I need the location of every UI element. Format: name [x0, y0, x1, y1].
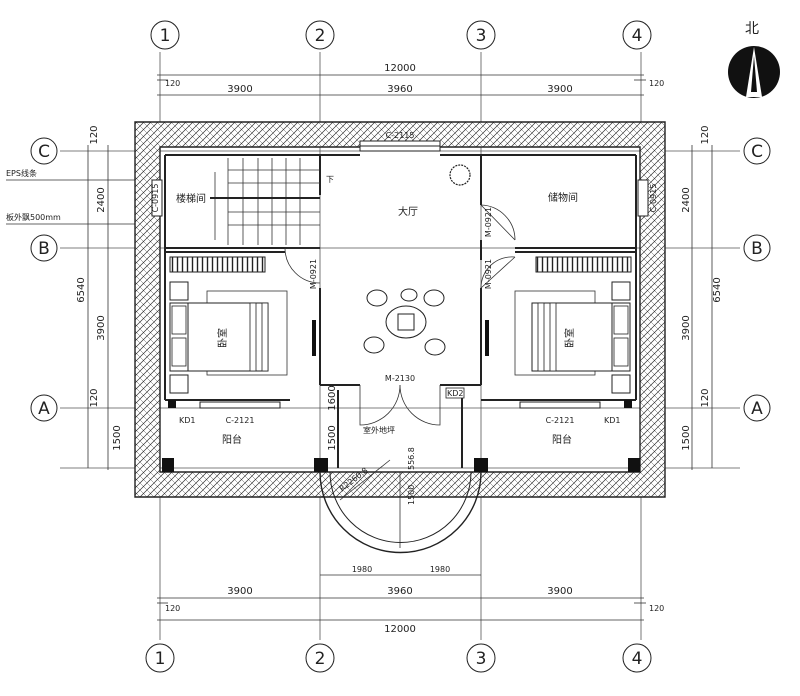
axis-col-label: 3 [476, 649, 487, 669]
dim-total-bottom: 12000 [384, 624, 416, 635]
window-c2121-left: C-2121 [226, 416, 255, 425]
axis-bubble-row-b-left: B [30, 234, 58, 262]
room-storage: 储物间 [548, 191, 578, 204]
right-bed [485, 281, 631, 394]
dim-right-total: 6540 [712, 277, 723, 302]
dim-bay-top: 3900 [547, 84, 572, 95]
left-annotations: EPS线条 板外飘500mm [6, 168, 138, 225]
axis-bubble-col-3-top: 3 [466, 20, 496, 50]
stair-down-mark: 下 [326, 175, 334, 184]
room-bed-left: 卧室 [216, 328, 229, 348]
dim-left: 1500 [112, 425, 123, 450]
axis-bubble-row-c-right: C [743, 137, 771, 165]
axis-bubble-row-a-left: A [30, 394, 58, 422]
slab-note: 板外飘500mm [6, 212, 61, 222]
north-label: 北 [745, 21, 759, 37]
room-stair: 楼梯间 [176, 192, 206, 205]
room-balcony-left: 阳台 [222, 433, 242, 446]
axis-bubble-col-3-bottom: 3 [466, 643, 496, 673]
label-kd1-left: KD1 [179, 416, 196, 425]
porch-small-dim: 556.8 [407, 447, 416, 470]
dim-right: 120 [700, 125, 711, 144]
window-c2121-right: C-2121 [546, 416, 575, 425]
room-hall: 大厅 [398, 205, 418, 218]
axis-col-label: 2 [315, 649, 326, 669]
dim-bay-top: 3900 [227, 84, 252, 95]
dim-right: 2400 [681, 187, 692, 212]
axis-col-label: 3 [476, 26, 487, 46]
living-room-furniture [363, 164, 471, 356]
axis-bubble-row-a-right: A [743, 394, 771, 422]
porch-left-dims: 1600 1500 [327, 385, 338, 450]
axis-bubble-col-4-bottom: 4 [622, 643, 652, 673]
dim-bay-bottom: 3900 [227, 586, 252, 597]
door-m0921-storage: M-0921 [484, 207, 493, 237]
dim-left-total: 6540 [76, 277, 87, 302]
label-kd2: KD2 [447, 389, 464, 398]
axis-row-label: B [38, 239, 50, 259]
dim-bay-bottom: 3900 [547, 586, 572, 597]
axis-col-label: 4 [632, 649, 643, 669]
dim-left: 120 [89, 388, 100, 407]
window-c0915-left: C-0915 [151, 184, 160, 213]
eps-note: EPS线条 [6, 168, 37, 178]
dim-edge-top: 120 [165, 79, 180, 88]
bottom-dimensions: 1980 1980 3900 3960 3900 120 120 12000 [157, 565, 664, 635]
dim-bay-top: 3960 [387, 84, 412, 95]
left-bed [169, 281, 316, 394]
wardrobes [169, 256, 632, 273]
dim-left: 2400 [96, 187, 107, 212]
room-bed-right: 卧室 [563, 328, 576, 348]
dim-right: 1500 [681, 425, 692, 450]
axis-col-label: 1 [160, 26, 171, 46]
dim-edge-bottom: 120 [649, 604, 664, 613]
dim-edge-bottom: 120 [165, 604, 180, 613]
axis-col-label: 1 [155, 649, 166, 669]
doors [284, 204, 516, 426]
door-m0921-right-bed: M-0921 [484, 259, 493, 289]
axis-row-label: A [38, 399, 50, 419]
axis-bubble-col-4-top: 4 [622, 20, 652, 50]
axis-row-label: C [751, 142, 763, 162]
axis-bubble-col-1-bottom: 1 [145, 643, 175, 673]
top-dimensions: 12000 3900 3960 3900 120 120 [157, 63, 664, 96]
label-kd1-right: KD1 [604, 416, 621, 425]
axis-col-label: 4 [632, 26, 643, 46]
dim-half: 1980 [352, 565, 372, 574]
opening-labels: C-2115 C-0915 C-0915 M-0921 M-0921 M-092… [151, 131, 658, 425]
porch-vert-dim: 1500 [407, 485, 416, 505]
window-c2115: C-2115 [386, 131, 415, 140]
porch-note: 室外地坪 [363, 425, 395, 435]
right-dimensions: 120 2400 3900 120 1500 6540 [681, 125, 723, 470]
dim-porch-left: 1500 [327, 425, 338, 450]
interior-walls [151, 140, 649, 472]
left-dimensions: 120 2400 3900 120 1500 6540 [76, 125, 123, 470]
axis-bubble-col-2-top: 2 [305, 20, 335, 50]
dim-bay-bottom: 3960 [387, 586, 412, 597]
dim-right: 3900 [681, 315, 692, 340]
axis-bubble-row-c-left: C [30, 137, 58, 165]
axis-bubble-row-b-right: B [743, 234, 771, 262]
dim-total-top: 12000 [384, 63, 416, 74]
dim-m2130-vertical: 1600 [327, 385, 338, 410]
axis-row-label: C [38, 142, 50, 162]
axis-bubble-col-1-top: 1 [150, 20, 180, 50]
dim-edge-top: 120 [649, 79, 664, 88]
door-m2130: M-2130 [385, 374, 415, 383]
room-labels: 楼梯间 大厅 储物间 卧室 卧室 阳台 阳台 [176, 191, 578, 446]
dim-left: 3900 [96, 315, 107, 340]
axis-bubble-col-2-bottom: 2 [305, 643, 335, 673]
staircase: 下 [210, 158, 334, 245]
axis-row-label: B [751, 239, 763, 259]
dim-right: 120 [700, 388, 711, 407]
dim-half: 1980 [430, 565, 450, 574]
north-arrow: 北 [728, 21, 780, 98]
window-c0915-right: C-0915 [649, 184, 658, 213]
axis-col-label: 2 [315, 26, 326, 46]
room-balcony-right: 阳台 [552, 433, 572, 446]
dim-left: 120 [89, 125, 100, 144]
axis-row-label: A [751, 399, 763, 419]
door-m0921-left-bed: M-0921 [309, 259, 318, 289]
